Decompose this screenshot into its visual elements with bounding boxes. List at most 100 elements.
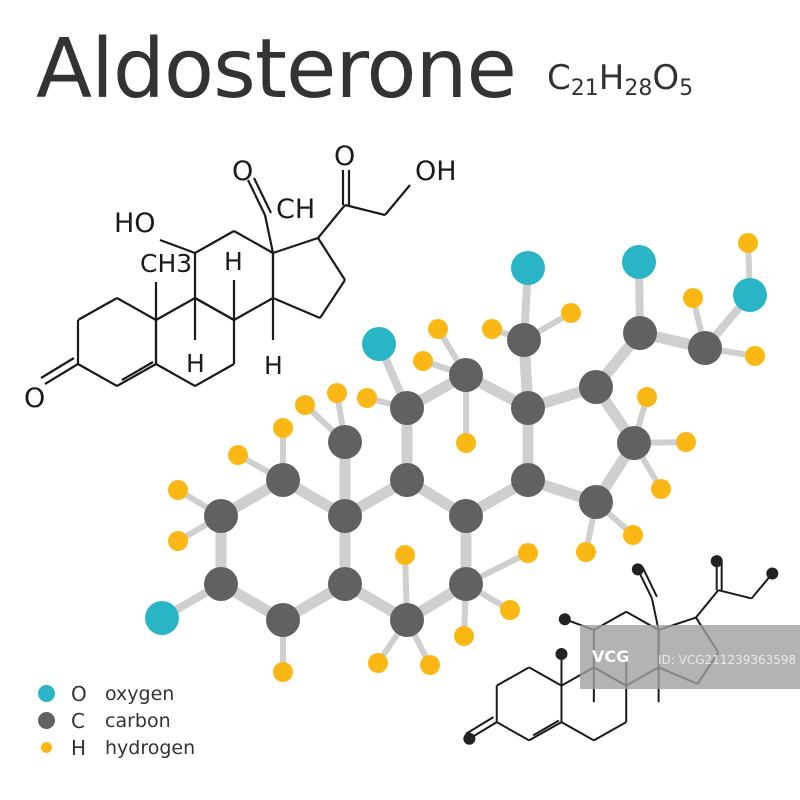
hydrogen-atom bbox=[327, 383, 347, 403]
legend-symbol: C bbox=[71, 708, 85, 733]
bond bbox=[384, 184, 411, 216]
hydrogen-atom bbox=[738, 233, 758, 253]
carbon-atom bbox=[507, 323, 541, 357]
carbon-atom bbox=[390, 463, 424, 497]
carbon-atom bbox=[617, 426, 651, 460]
bond bbox=[496, 721, 530, 742]
hydrogen-atom bbox=[623, 525, 643, 545]
bond bbox=[194, 297, 235, 321]
side-chain-bond bbox=[317, 204, 346, 239]
formula-part: C21 bbox=[547, 58, 599, 101]
bond bbox=[253, 177, 272, 214]
oxygen-atom bbox=[362, 327, 396, 361]
bond bbox=[77, 297, 118, 321]
hydrogen-atom bbox=[651, 479, 671, 499]
legend-label: carbon bbox=[105, 709, 171, 732]
bond bbox=[344, 203, 386, 217]
bond bbox=[593, 721, 627, 742]
bond bbox=[496, 666, 530, 687]
carbon-atom bbox=[511, 463, 545, 497]
hydrogen-atom bbox=[228, 445, 248, 465]
carbon-atom bbox=[511, 391, 545, 425]
carbon-atom bbox=[204, 567, 238, 601]
oxygen-atom bbox=[511, 251, 545, 285]
hydrogen-atom bbox=[168, 480, 188, 500]
bond bbox=[272, 296, 321, 320]
bond bbox=[194, 363, 235, 387]
hydrogen-atom bbox=[683, 288, 703, 308]
methyl-label: CH3 bbox=[140, 249, 192, 278]
carbon-atom bbox=[579, 370, 613, 404]
oxygen-dot-icon bbox=[38, 685, 55, 702]
hydrogen-atom bbox=[413, 351, 433, 371]
carbon-atom bbox=[266, 603, 300, 637]
double-bond bbox=[532, 719, 560, 737]
legend-symbol: O bbox=[71, 681, 87, 706]
bond bbox=[528, 721, 562, 742]
oxygen-label: O bbox=[334, 141, 355, 172]
carbon-atom bbox=[449, 358, 483, 392]
bond bbox=[155, 297, 196, 321]
hydrogen-atom bbox=[168, 531, 188, 551]
oxygen-label: O bbox=[24, 383, 45, 414]
bond bbox=[233, 297, 274, 321]
hydrogen-atom bbox=[420, 655, 440, 675]
bond bbox=[233, 230, 274, 254]
bond bbox=[159, 238, 196, 255]
hydroxyl-label: OH bbox=[415, 156, 457, 187]
atom-dot bbox=[558, 613, 571, 626]
side-chain-bond bbox=[695, 589, 720, 619]
bond bbox=[560, 721, 595, 742]
chemical-formula: C21H28O5 bbox=[547, 58, 693, 101]
double-bond bbox=[121, 361, 154, 381]
hydrogen-atom bbox=[518, 543, 538, 563]
hydrogen-dot-icon bbox=[41, 742, 52, 753]
atom-dot bbox=[555, 648, 568, 661]
legend-label: hydrogen bbox=[105, 736, 196, 759]
bond bbox=[317, 237, 346, 281]
carbon-atom bbox=[204, 499, 238, 533]
carbon-atom bbox=[266, 463, 300, 497]
bond bbox=[319, 279, 346, 319]
atom-dot bbox=[766, 567, 779, 580]
carbon-dot-icon bbox=[38, 712, 55, 729]
hydrogen-label: H bbox=[186, 349, 205, 378]
hydrogen-atom bbox=[456, 433, 476, 453]
bond bbox=[77, 363, 118, 387]
carbon-atom bbox=[328, 499, 362, 533]
bond bbox=[116, 297, 157, 321]
hydrogen-atom bbox=[500, 600, 520, 620]
carbon-atom bbox=[390, 391, 424, 425]
oxygen-label: O bbox=[232, 156, 253, 187]
carbon-atom bbox=[449, 567, 483, 601]
formula-part: O5 bbox=[652, 58, 694, 101]
formula-part: H28 bbox=[598, 58, 653, 101]
bond bbox=[528, 666, 562, 687]
bond bbox=[247, 179, 266, 216]
bond bbox=[155, 363, 196, 387]
bond bbox=[116, 363, 157, 387]
hydroxyl-label: HO bbox=[114, 208, 156, 239]
carbonyl-bond bbox=[44, 363, 79, 385]
legend-label: oxygen bbox=[105, 682, 175, 705]
atom-dot bbox=[710, 555, 723, 568]
hydrogen-atom bbox=[676, 432, 696, 452]
hydrogen-atom bbox=[368, 653, 388, 673]
hydrogen-atom bbox=[295, 395, 315, 415]
carbon-atom bbox=[328, 567, 362, 601]
bond bbox=[263, 214, 275, 254]
watermark: VCG ID: VCG211239363598 bbox=[580, 625, 800, 689]
bond bbox=[272, 236, 319, 255]
carbon-atom bbox=[623, 316, 657, 350]
bond bbox=[194, 230, 235, 254]
hydrogen-atom bbox=[482, 319, 502, 339]
hydrogen-atom bbox=[454, 626, 474, 646]
hydrogen-label: H bbox=[264, 351, 283, 380]
carbonyl-bond bbox=[40, 357, 75, 379]
hydrogen-atom bbox=[273, 662, 293, 682]
